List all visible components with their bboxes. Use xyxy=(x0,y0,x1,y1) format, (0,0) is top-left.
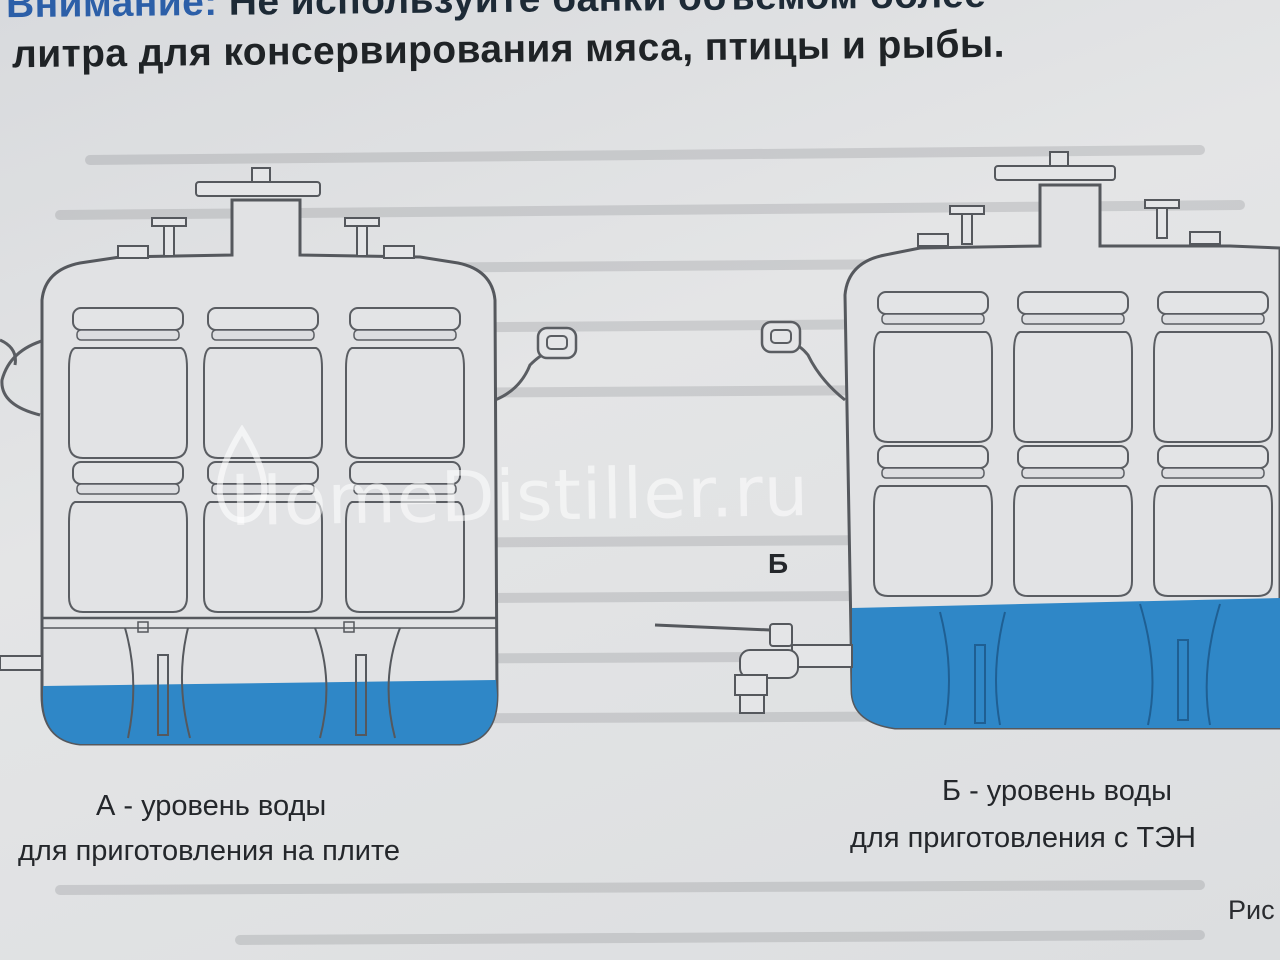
figure-reference: Рис xyxy=(1228,895,1275,925)
caption-b-line-2: для приготовления с ТЭН xyxy=(850,822,1196,854)
caption-b-line-1: Б - уровень воды xyxy=(942,775,1172,807)
watermark: HomeDistiller.ru xyxy=(229,449,810,543)
canner-a xyxy=(0,167,578,746)
caption-a-line-2: для приготовления на плите xyxy=(18,835,401,867)
canner-b xyxy=(654,151,1280,730)
caption-a-line-1: А - уровень воды xyxy=(96,790,327,822)
marker-b: Б xyxy=(768,548,789,579)
watermark-drop-icon xyxy=(216,425,268,524)
